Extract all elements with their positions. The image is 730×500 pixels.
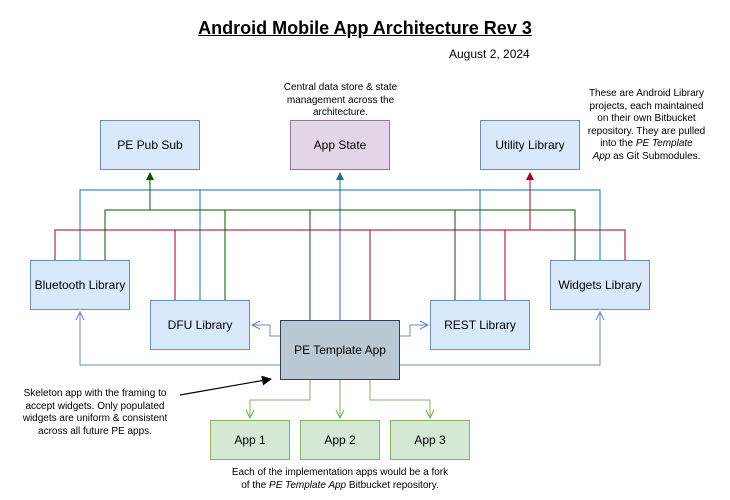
app-fork-arrows xyxy=(250,380,430,418)
app-2-node[interactable]: App 2 xyxy=(300,420,380,460)
rest-library-node[interactable]: REST Library xyxy=(430,300,530,350)
utility-library-node[interactable]: Utility Library xyxy=(480,120,580,170)
app-state-node[interactable]: App State xyxy=(290,120,390,170)
libraries-note: These are Android Library projects, each… xyxy=(587,88,706,162)
bluetooth-library-node[interactable]: Bluetooth Library xyxy=(30,260,130,310)
template-dependency-arrows xyxy=(80,312,600,366)
diagram-title: Android Mobile App Architecture Rev 3 xyxy=(198,18,532,38)
app-state-bus xyxy=(79,172,601,320)
fork-note: Each of the implementation apps would be… xyxy=(231,467,449,491)
utility-bus xyxy=(54,172,626,320)
pe-pub-sub-node[interactable]: PE Pub Sub xyxy=(100,120,200,170)
skeleton-note: Skeleton app with the framing to accept … xyxy=(22,388,168,437)
app-1-node[interactable]: App 1 xyxy=(210,420,290,460)
pe-template-app-node[interactable]: PE Template App xyxy=(280,320,400,380)
app-state-note: Central data store & state management ac… xyxy=(283,82,398,118)
widgets-library-node[interactable]: Widgets Library xyxy=(550,260,650,310)
pub-sub-bus xyxy=(104,172,576,320)
app-3-node[interactable]: App 3 xyxy=(390,420,470,460)
dfu-library-node[interactable]: DFU Library xyxy=(150,300,250,350)
skeleton-callout-arrow xyxy=(179,375,272,396)
diagram-date: August 2, 2024 xyxy=(449,47,530,61)
